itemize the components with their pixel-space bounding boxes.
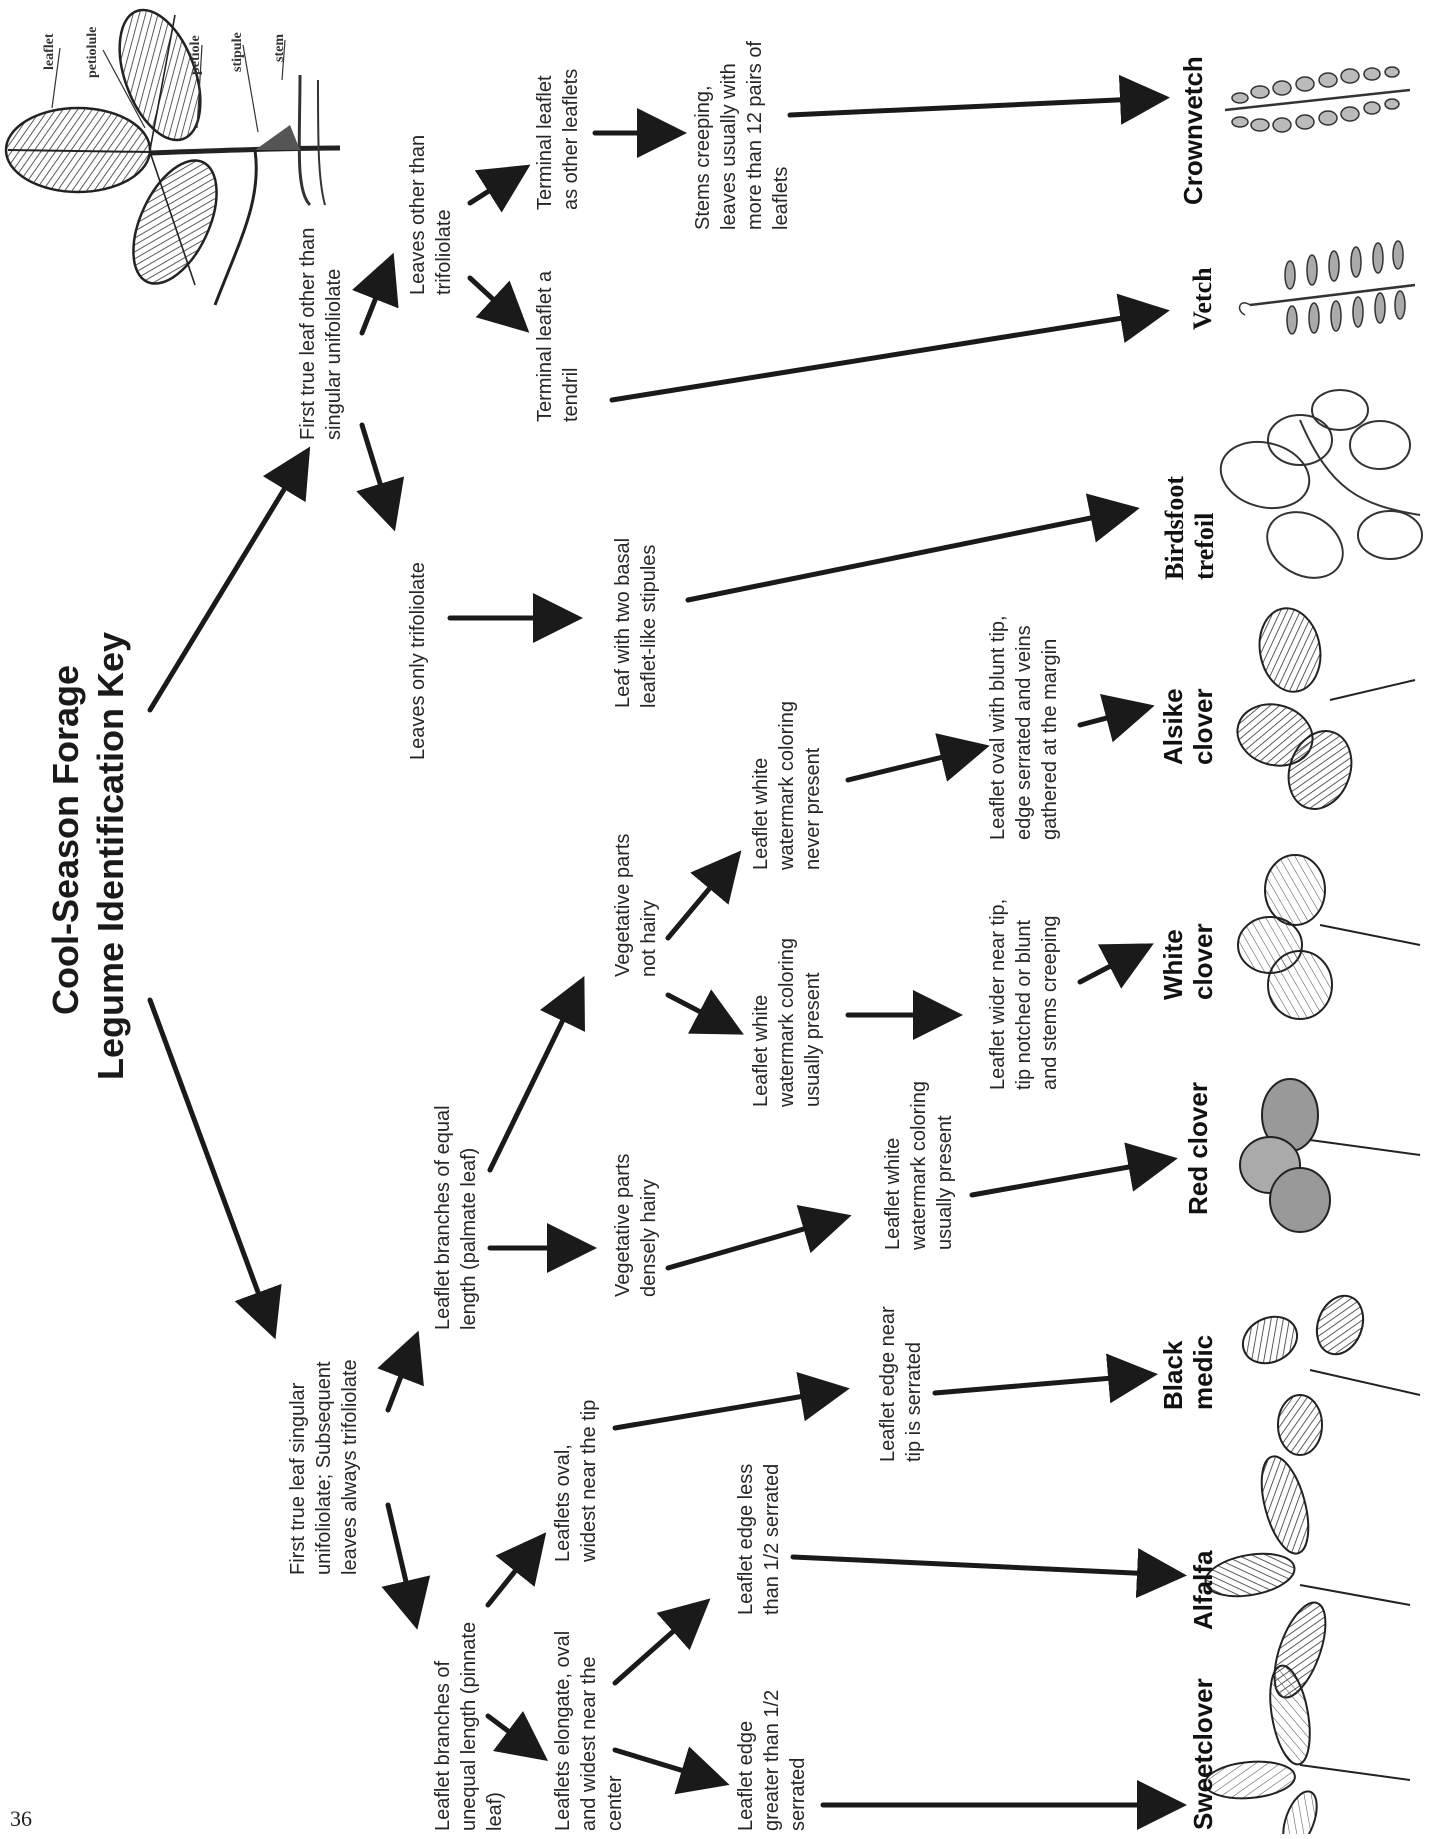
arrow-other-to-nontrifoliolate (352, 252, 399, 336)
node-oval-blunt-tip: Leaflet oval with blunt tip, edge serrat… (987, 615, 1061, 840)
node-watermark-never: Leaflet white watermark coloring never p… (750, 701, 824, 870)
title-line-1: Cool-Season Forage (45, 664, 86, 1015)
crownvetch-illustration (1224, 66, 1411, 133)
red-clover-illustration (1239, 1078, 1421, 1233)
node-edge-greater-half: Leaflet edge greater than 1/2 serrated (735, 1689, 809, 1831)
species-alsike-clover: Alsike clover (1158, 688, 1218, 765)
node-not-hairy: Vegetative parts not hairy (612, 833, 660, 977)
species-vetch: Vetch (1188, 267, 1217, 330)
title-line-2: Legume Identification Key (90, 631, 131, 1080)
alfalfa-illustration (1204, 1455, 1411, 1699)
node-pinnate: Leaflet branches of unequal length (pinn… (432, 1621, 506, 1831)
arrow-singular-to-pinnate (381, 1502, 431, 1630)
species-sweetclover: Sweetclover (1188, 1678, 1218, 1830)
node-watermark-usually-2: Leaflet white watermark coloring usually… (882, 1081, 956, 1250)
arrow-pinnate-to-elongate (485, 1711, 548, 1761)
species-white-clover: White clover (1158, 923, 1218, 1000)
label-stipule: stipule (230, 32, 245, 72)
arrow-to-vetch (609, 293, 1170, 403)
arrow-never-to-oval-blunt (845, 733, 990, 783)
arrow-to-crownvetch (787, 74, 1170, 125)
node-leaves-other-than-trifoliolate: Leaves other than trifoliolate (407, 134, 455, 295)
arrow-oval-tip-to-edge-near-tip (612, 1372, 850, 1431)
node-terminal-as-other: Terminal leaflet as other leaflets (534, 68, 582, 210)
vetch-illustration (1238, 240, 1416, 335)
arrow-less-half-to-alfalfa (790, 1548, 1187, 1599)
node-first-true-other: First true leaf other than singular unif… (297, 227, 345, 440)
arrow-to-terminal-as-other (467, 164, 531, 213)
node-oval-widest-tip: Leaflets oval, widest near the tip (552, 1399, 600, 1562)
arrow-densely-hairy-to-usually (665, 1205, 852, 1271)
white-clover-illustration (1237, 854, 1421, 1020)
node-first-true-singular: First true leaf singular unifoliolate; S… (287, 1359, 361, 1575)
node-elongate: Leaflets elongate, oval and widest near … (552, 1630, 626, 1831)
birdsfoot-trefoil-illustration (1219, 389, 1423, 579)
node-densely-hairy: Vegetative parts densely hairy (612, 1153, 660, 1297)
sweetclover-illustration (1204, 1664, 1411, 1839)
arrow-wider-tip-to-white (1077, 943, 1154, 989)
arrow-not-hairy-to-never (665, 850, 742, 941)
node-two-basal-stipules: Leaf with two basal leaflet-like stipule… (612, 537, 660, 708)
node-stems-creeping: Stems creeping, leaves usually with more… (692, 41, 792, 230)
arrow-elongate-to-greater-half (612, 1746, 730, 1795)
node-leaves-only-trifoliolate: Leaves only trifoliolate (407, 562, 429, 760)
node-watermark-usually-1: Leaflet white watermark coloring usually… (750, 938, 824, 1107)
arrow-pinnate-to-oval-tip (485, 1532, 547, 1608)
label-petiole: petiole (188, 35, 203, 75)
node-wider-near-tip: Leaflet wider near tip, tip notched or b… (987, 898, 1061, 1090)
species-birdsfoot-trefoil: Birdsfoot trefoil (1160, 476, 1219, 580)
label-leaflet: leaflet (42, 33, 57, 70)
arrow-other-to-trifoliolate (356, 422, 405, 532)
arrow-not-hairy-to-usually (665, 989, 744, 1035)
arrow-elongate-to-less-half (612, 1598, 711, 1686)
arrow-title-to-singular (147, 997, 282, 1340)
arrow-to-terminal-tendril (467, 275, 530, 333)
node-edge-near-tip: Leaflet edge near tip is serrated (877, 1306, 925, 1462)
arrow-singular-to-palmate (377, 1330, 424, 1413)
node-terminal-tendril: Terminal leaflet a tendril (534, 270, 582, 422)
label-stem: stem (272, 34, 287, 62)
node-palmate: Leaflet branches of equal length (palmat… (432, 1105, 480, 1330)
label-petiolule: petiolule (85, 26, 100, 78)
arrow-edge-near-tip-to-black-medic (932, 1353, 1158, 1404)
arrow-oval-blunt-to-alsike (1077, 693, 1155, 743)
species-alfalfa: Alfalfa (1188, 1550, 1218, 1630)
black-medic-illustration (1241, 1294, 1421, 1456)
page-number: 36 (10, 1806, 32, 1831)
species-crownvetch: Crownvetch (1178, 56, 1208, 205)
leaf-anatomy-illustration (4, 8, 341, 306)
arrow-title-to-other (147, 446, 311, 713)
arrow-palmate-to-not-hairy (487, 976, 585, 1173)
arrow-usually-to-red (969, 1142, 1178, 1198)
species-red-clover: Red clover (1183, 1082, 1213, 1215)
arrow-to-birdsfoot (685, 493, 1140, 603)
node-edge-less-half: Leaflet edge less than 1/2 serrated (735, 1463, 783, 1615)
species-black-medic: Black medic (1158, 1334, 1218, 1410)
alsike-clover-illustration (1236, 607, 1416, 810)
